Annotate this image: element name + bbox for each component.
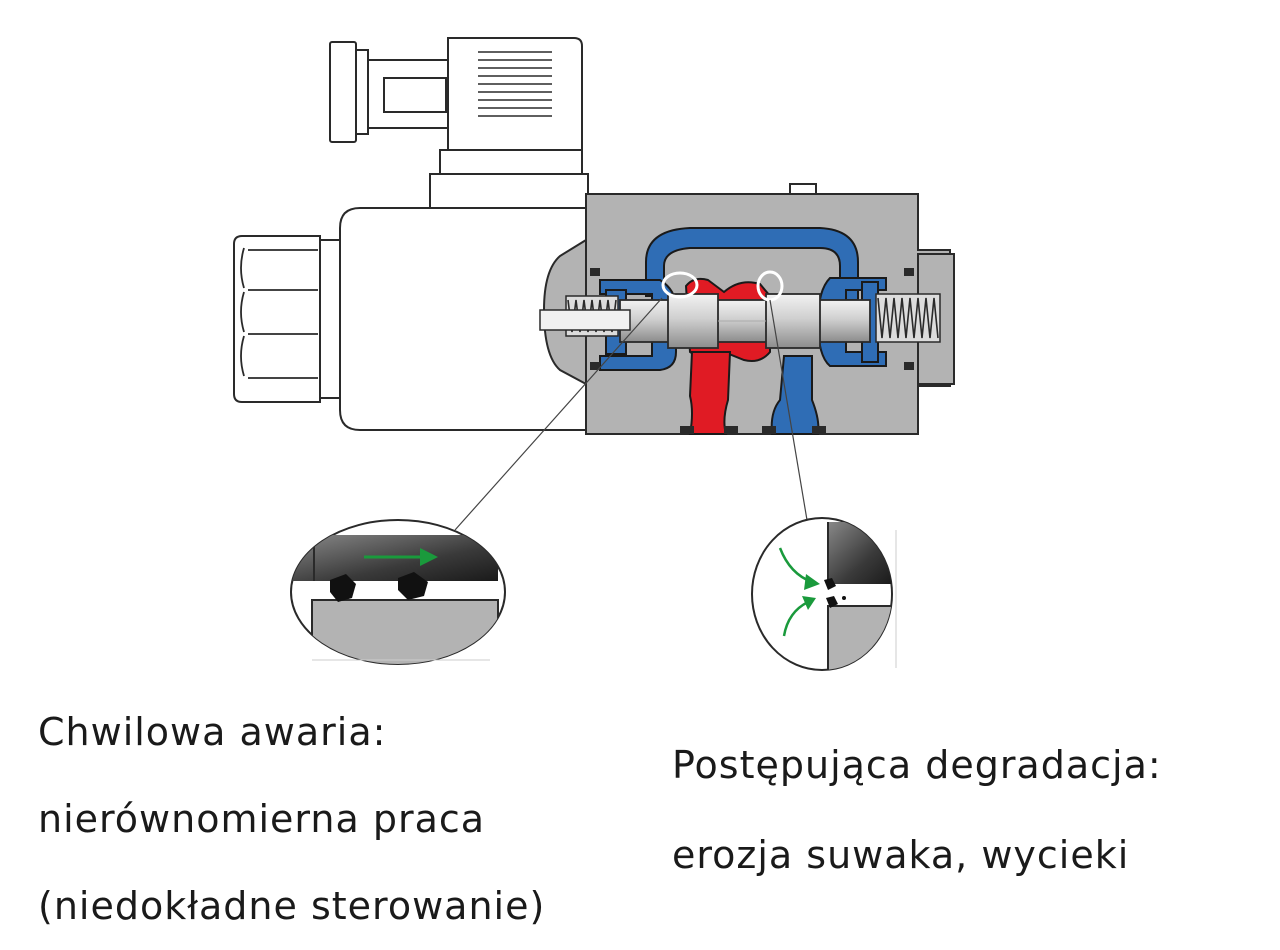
valve-spool	[619, 293, 871, 349]
housing-seals	[590, 268, 914, 434]
solenoid-coil	[339, 207, 589, 431]
contaminant-particle-icon	[330, 572, 428, 602]
valve-diagram	[233, 37, 955, 671]
caption-left-line-1: Chwilowa awaria:	[38, 710, 387, 754]
caption-left-line-3: (niedokładne sterowanie)	[38, 884, 546, 928]
leader-lines	[454, 297, 809, 531]
flow-arrow-icon	[364, 548, 438, 566]
caption-right-line-2: erozja suwaka, wycieki	[672, 833, 1130, 877]
contaminant-particle-icon	[824, 578, 846, 608]
manual-override-knob-icon	[233, 235, 341, 403]
return-spring-icon	[539, 293, 941, 343]
caption-progressive-degradation: Postępująca degradacja: erozja suwaka, w…	[672, 690, 1162, 900]
solenoid-connector-icon	[329, 37, 589, 231]
caption-right-line-1: Postępująca degradacja:	[672, 743, 1162, 787]
zoom-right-erosion	[751, 517, 897, 671]
caption-left-line-2: nierównomierna praca	[38, 797, 486, 841]
caption-momentary-failure: Chwilowa awaria: nierównomierna praca (n…	[38, 660, 545, 950]
zoom-left-contamination	[290, 519, 506, 665]
